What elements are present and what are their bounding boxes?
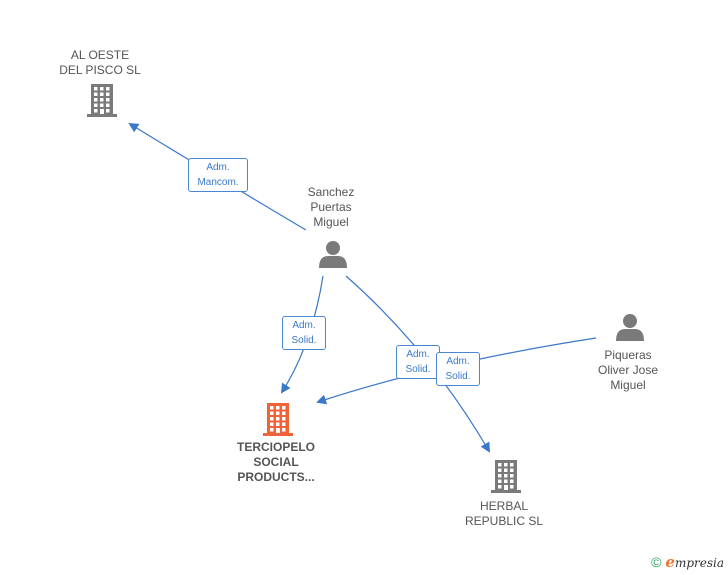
node-label-al-oeste-del-pisco[interactable]: AL OESTE DEL PISCO SL bbox=[40, 48, 160, 78]
node-label-piqueras-oliver-jose-miguel[interactable]: Piqueras Oliver Jose Miguel bbox=[578, 348, 678, 393]
node-label-herbal-republic[interactable]: HERBAL REPUBLIC SL bbox=[444, 499, 564, 529]
edge-label-line: Mancom. bbox=[197, 177, 239, 188]
node-label-sanchez-puertas-miguel[interactable]: Sanchez Puertas Miguel bbox=[283, 185, 379, 230]
edge-label-sanchez-al-oeste[interactable]: Adm. Mancom. bbox=[188, 158, 248, 192]
brand-name: mpresia bbox=[674, 556, 724, 570]
person-icon[interactable] bbox=[319, 241, 347, 268]
node-label-line: TERCIOPELO bbox=[236, 440, 315, 454]
footer-brand[interactable]: ©empresia bbox=[651, 553, 724, 571]
node-label-line: Piqueras bbox=[604, 348, 652, 362]
edge-label-piqueras-terciopelo[interactable]: Adm. Solid. bbox=[436, 352, 480, 386]
edge-label-line: Adm. bbox=[292, 320, 316, 331]
copyright-icon: © bbox=[651, 554, 662, 570]
edge-label-line: Solid. bbox=[291, 335, 317, 346]
edge-label-line: Adm. bbox=[206, 162, 230, 173]
brand-initial: e bbox=[665, 553, 675, 571]
node-label-line: PRODUCTS... bbox=[237, 470, 315, 484]
building-icon[interactable] bbox=[491, 460, 521, 493]
icons-layer bbox=[87, 84, 644, 493]
node-label-line: Oliver Jose bbox=[597, 363, 659, 377]
edge-label-line: Adm. bbox=[446, 356, 470, 367]
edge-label-sanchez-terciopelo[interactable]: Adm. Solid. bbox=[282, 316, 326, 350]
node-label-line: HERBAL bbox=[479, 499, 529, 513]
node-label-line: REPUBLIC SL bbox=[464, 514, 544, 528]
node-label-line: AL OESTE bbox=[70, 48, 130, 62]
person-icon[interactable] bbox=[616, 314, 644, 341]
building-icon[interactable] bbox=[263, 403, 293, 436]
brand-logo: empresia bbox=[665, 553, 724, 571]
edge-label-sanchez-herbal[interactable]: Adm. Solid. bbox=[396, 345, 440, 379]
node-label-line: SOCIAL bbox=[253, 455, 299, 469]
node-label-line: Miguel bbox=[610, 378, 646, 392]
node-label-terciopelo-social-products[interactable]: TERCIOPELO SOCIAL PRODUCTS... bbox=[216, 440, 336, 485]
node-label-line: Sanchez bbox=[307, 185, 355, 199]
edge-label-line: Solid. bbox=[445, 371, 471, 382]
building-icon[interactable] bbox=[87, 84, 117, 117]
node-label-line: Puertas bbox=[310, 200, 352, 214]
edge-label-line: Adm. bbox=[406, 349, 430, 360]
edge-label-line: Solid. bbox=[405, 364, 431, 375]
node-label-line: DEL PISCO SL bbox=[59, 63, 141, 77]
node-label-line: Miguel bbox=[313, 215, 349, 229]
